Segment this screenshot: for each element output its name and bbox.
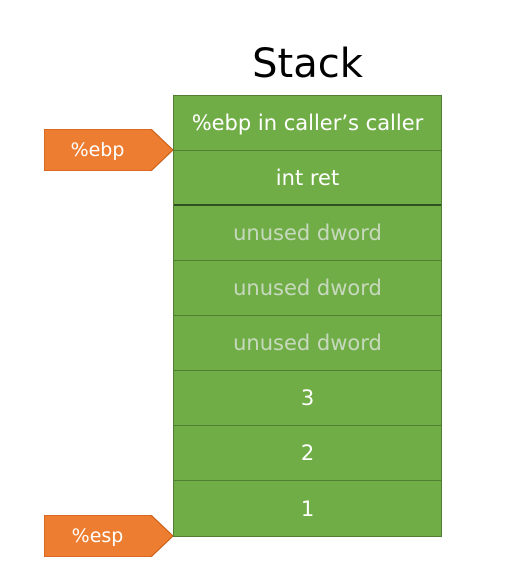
stack-column: %ebp in caller’s caller int ret unused d… [173, 95, 442, 537]
diagram-title: Stack [252, 41, 363, 87]
ebp-pointer: %ebp [44, 129, 173, 171]
ebp-pointer-label: %ebp [70, 139, 125, 161]
stack-cell-unused-1: unused dword [174, 206, 441, 261]
esp-pointer-label: %esp [71, 525, 124, 547]
stack-cell-int-ret: int ret [174, 151, 441, 206]
ebp-pointer-arrow-shape [44, 129, 173, 171]
esp-pointer: %esp [44, 515, 173, 557]
stack-cell-arg-3: 3 [174, 371, 441, 426]
stack-cell-ebp-callers-caller: %ebp in caller’s caller [174, 96, 441, 151]
stack-cell-arg-2: 2 [174, 426, 441, 481]
stack-cell-unused-3: unused dword [174, 316, 441, 371]
stack-cell-arg-1: 1 [300, 496, 315, 521]
stack-cell-unused-2: unused dword [174, 261, 441, 316]
esp-pointer-arrow-shape [44, 515, 173, 557]
